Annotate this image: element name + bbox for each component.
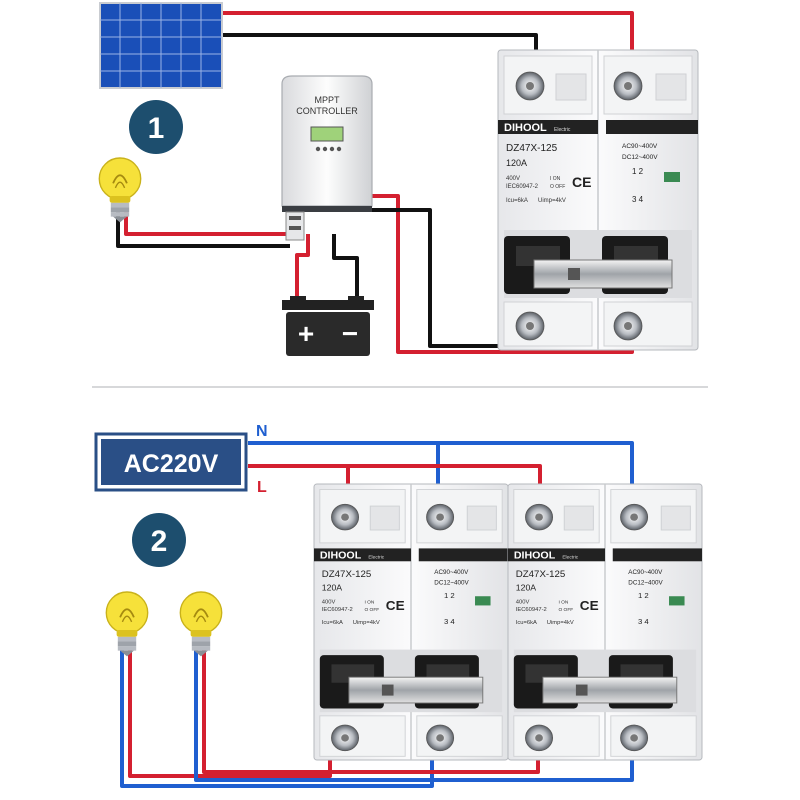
solar-negative-wire bbox=[220, 33, 538, 52]
ac-source-box: AC220V bbox=[94, 432, 248, 492]
light-bulb-icon bbox=[98, 157, 142, 224]
breaker-rating-ac: AC90~400V bbox=[434, 569, 469, 576]
breaker-uimp: Uimp=4kV bbox=[538, 198, 566, 204]
breaker-brand-suffix: Electric bbox=[562, 555, 579, 561]
breaker-volt-line: 400V bbox=[322, 600, 336, 606]
breaker-icu: Icu=6kA bbox=[322, 620, 343, 626]
breaker-off-label: O OFF bbox=[550, 184, 565, 190]
battery-minus-icon: − bbox=[342, 318, 358, 349]
controller-display bbox=[310, 126, 344, 142]
bulb-a-red-wire bbox=[128, 650, 332, 778]
breaker-pole-top: 1 2 bbox=[632, 167, 644, 176]
bulb-b-blue-wire bbox=[194, 650, 634, 782]
breaker-model: DZ47X-125 bbox=[516, 569, 566, 580]
breaker-rating-ac: AC90~400V bbox=[622, 143, 658, 150]
breaker-icu: Icu=6kA bbox=[506, 198, 528, 204]
bulb-1-black-wire bbox=[116, 212, 290, 248]
breaker-rating-ac: AC90~400V bbox=[628, 569, 663, 576]
breaker-off-label: O OFF bbox=[364, 607, 379, 613]
breaker-brand: DIHOOL bbox=[514, 551, 556, 562]
breaker-current: 120A bbox=[322, 583, 343, 593]
diagram-2: AC220V N L 2 DIHOOL Electric DZ47X-125 1… bbox=[94, 423, 703, 788]
step-badge-2: 2 bbox=[132, 513, 186, 567]
breaker-rating-dc: DC12~400V bbox=[628, 579, 663, 586]
solar-panel bbox=[99, 2, 223, 89]
breaker-volt-line: 400V bbox=[516, 600, 530, 606]
battery-positive-wire bbox=[295, 234, 310, 300]
breaker-off-label: O OFF bbox=[558, 607, 573, 613]
breaker-standard: IEC60947-2 bbox=[506, 184, 539, 190]
light-bulb-icon bbox=[105, 591, 149, 658]
breaker-ce-mark: CE bbox=[580, 598, 599, 613]
breaker-pole-bottom: 3 4 bbox=[638, 617, 649, 626]
breaker-brand: DIHOOL bbox=[320, 551, 362, 562]
circuit-breaker-1: DIHOOL Electric DZ47X-125 120A 400V IEC6… bbox=[497, 49, 699, 351]
breaker-icu: Icu=6kA bbox=[516, 620, 537, 626]
breaker-on-label: I ON bbox=[550, 176, 561, 182]
breaker-pole-bottom: 3 4 bbox=[444, 617, 455, 626]
neutral-main-wire bbox=[248, 441, 634, 489]
light-bulb-icon bbox=[179, 591, 223, 658]
breaker-rating-dc: DC12~400V bbox=[622, 154, 658, 161]
ac-source-label: AC220V bbox=[124, 450, 219, 478]
solar-positive-wire bbox=[220, 11, 634, 52]
step-number-1: 1 bbox=[148, 112, 165, 145]
breaker-pole-bottom: 3 4 bbox=[632, 195, 644, 204]
line-label: L bbox=[257, 479, 267, 496]
controller-label-line2: CONTROLLER bbox=[296, 106, 358, 116]
breaker-standard: IEC60947-2 bbox=[516, 607, 547, 613]
neutral-label: N bbox=[256, 423, 268, 440]
bulb-b-red-wire bbox=[202, 650, 540, 774]
battery: + − bbox=[282, 296, 374, 356]
breaker-ce-mark: CE bbox=[572, 174, 591, 190]
breaker-uimp: Uimp=4kV bbox=[547, 620, 574, 626]
circuit-breaker-2b: DIHOOL Electric DZ47X-125 120A 400V IEC6… bbox=[507, 483, 703, 761]
battery-plus-icon: + bbox=[298, 318, 314, 349]
breaker-model: DZ47X-125 bbox=[322, 569, 372, 580]
battery-negative-wire bbox=[332, 234, 359, 300]
breaker-model: DZ47X-125 bbox=[506, 143, 558, 154]
breaker-pole-top: 1 2 bbox=[444, 591, 455, 600]
breaker-current: 120A bbox=[516, 583, 537, 593]
breaker-volt-line: 400V bbox=[506, 176, 520, 182]
diagram-1: 1 MPPT CONTROLLER + − bbox=[98, 2, 699, 356]
line-main-wire bbox=[248, 464, 542, 489]
breaker-on-label: I ON bbox=[558, 600, 569, 606]
breaker-standard: IEC60947-2 bbox=[322, 607, 353, 613]
mppt-controller: MPPT CONTROLLER bbox=[281, 75, 373, 241]
breaker-brand: DIHOOL bbox=[504, 122, 547, 134]
breaker-on-label: I ON bbox=[364, 600, 375, 606]
step-number-2: 2 bbox=[151, 525, 168, 558]
breaker-current: 120A bbox=[506, 158, 527, 168]
breaker-brand-suffix: Electric bbox=[554, 127, 571, 133]
breaker-pole-top: 1 2 bbox=[638, 591, 649, 600]
breaker-uimp: Uimp=4kV bbox=[353, 620, 380, 626]
bulb-1-red-wire bbox=[124, 212, 290, 236]
diagram-2-wires bbox=[120, 441, 634, 788]
breaker-brand-suffix: Electric bbox=[368, 555, 385, 561]
diagram-1-wires bbox=[116, 11, 634, 354]
breaker-ce-mark: CE bbox=[386, 598, 405, 613]
controller-label-line1: MPPT bbox=[314, 95, 340, 105]
breaker-rating-dc: DC12~400V bbox=[434, 579, 469, 586]
step-badge-1: 1 bbox=[129, 100, 183, 154]
circuit-breaker-2a: DIHOOL Electric DZ47X-125 120A 400V IEC6… bbox=[313, 483, 509, 761]
